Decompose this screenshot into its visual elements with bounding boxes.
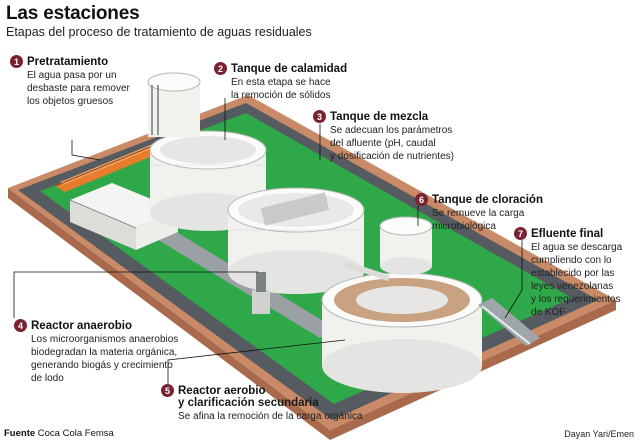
source-value: Coca Cola Femsa — [37, 428, 114, 439]
step-1-name: Pretratamiento — [27, 55, 109, 68]
step-5-desc-line: Se afina la remoción de la carga orgánic… — [178, 411, 363, 422]
step-7-desc-line: de KOF — [531, 307, 566, 318]
step-1-desc-line: desbaste para remover — [27, 83, 130, 94]
step-5-name-line2: y clarificación secundaria — [178, 397, 319, 409]
step-6-desc-line: microbiológica — [432, 221, 496, 232]
step-6-badge: 6 — [415, 193, 428, 206]
step-7-badge: 7 — [514, 227, 527, 240]
page-title: Las estaciones — [6, 3, 140, 24]
step-1-desc-line: los objetos gruesos — [27, 96, 114, 107]
step-3-badge: 3 — [313, 110, 326, 123]
step-4-desc-line: biodegradan la materia orgánica, — [31, 347, 178, 358]
source-note: Fuente Coca Cola Femsa — [4, 428, 114, 439]
reactor-aerobio — [321, 261, 483, 393]
step-5-reactor-aerobio: 5 Reactor aerobio y clarificación secund… — [161, 384, 363, 423]
step-4-desc-line: Los microorganismos anaerobios — [31, 334, 179, 345]
step-4-reactor-anaerobio: 4 Reactor anaerobio Los microorganismos … — [14, 319, 178, 385]
step-7-desc-line: y los requerimientos — [531, 294, 621, 305]
step-2-name: Tanque de calamidad — [231, 62, 348, 75]
step-6-desc-line: Se remueve la carga — [432, 208, 525, 219]
source-label: Fuente — [4, 428, 36, 439]
step-2-badge: 2 — [214, 62, 227, 75]
effluent-channel — [478, 298, 540, 346]
step-1-pretratamiento: 1 Pretratamiento El agua pasa por un des… — [10, 55, 130, 108]
leader-lines — [13, 98, 523, 384]
step-6-name: Tanque de cloración — [432, 193, 543, 206]
step-7-desc-line: cumpliendo con lo — [531, 255, 612, 266]
step-5-badge: 5 — [161, 384, 174, 397]
step-2-desc-line: En esta etapa se hace — [231, 77, 331, 88]
page-subtitle: Etapas del proceso de tratamiento de agu… — [6, 25, 312, 39]
tank-mezcla — [227, 187, 365, 294]
reactor-anaerobio — [252, 272, 270, 314]
step-4-badge: 4 — [14, 319, 27, 332]
step-3-desc-line: Se adecuan los parámetros — [330, 125, 453, 136]
step-4-desc-line: de lodo — [31, 373, 64, 384]
step-3-desc-line: y dosificación de nutrientes) — [330, 151, 454, 162]
step-6-tanque-cloracion: 6 Tanque de cloración Se remueve la carg… — [415, 193, 543, 233]
step-4-desc-line: generando biogás y crecimiento — [31, 360, 173, 371]
step-3-desc-line: del afluente (pH, caudal — [330, 138, 436, 149]
step-7-desc-line: El agua se descarga — [531, 242, 623, 253]
step-7-desc-line: leyes venezolanas — [531, 281, 614, 292]
pretreatment-channel — [54, 143, 160, 192]
step-2-tanque-calamidad: 2 Tanque de calamidad En esta etapa se h… — [214, 62, 347, 102]
step-1-desc-line: El agua pasa por un — [27, 70, 117, 81]
step-2-desc-line: la remoción de sólidos — [231, 90, 331, 101]
step-3-name: Tanque de mezcla — [330, 110, 429, 123]
tank-calamidad — [149, 130, 267, 231]
step-7-efluente-final: 7 Efluente final El agua se descarga cum… — [514, 227, 622, 319]
credit: Dayan Yari/Emen — [564, 429, 634, 439]
tank-cloracion — [379, 216, 433, 275]
step-1-badge: 1 — [10, 55, 23, 68]
tank-small-rear — [147, 72, 201, 137]
step-3-tanque-mezcla: 3 Tanque de mezcla Se adecuan los paráme… — [313, 110, 454, 163]
step-7-desc-line: establecido por las — [531, 268, 615, 279]
step-7-name: Efluente final — [531, 227, 604, 240]
step-4-name: Reactor anaerobio — [31, 319, 132, 332]
step-5-name: Reactor aerobio — [178, 384, 266, 397]
